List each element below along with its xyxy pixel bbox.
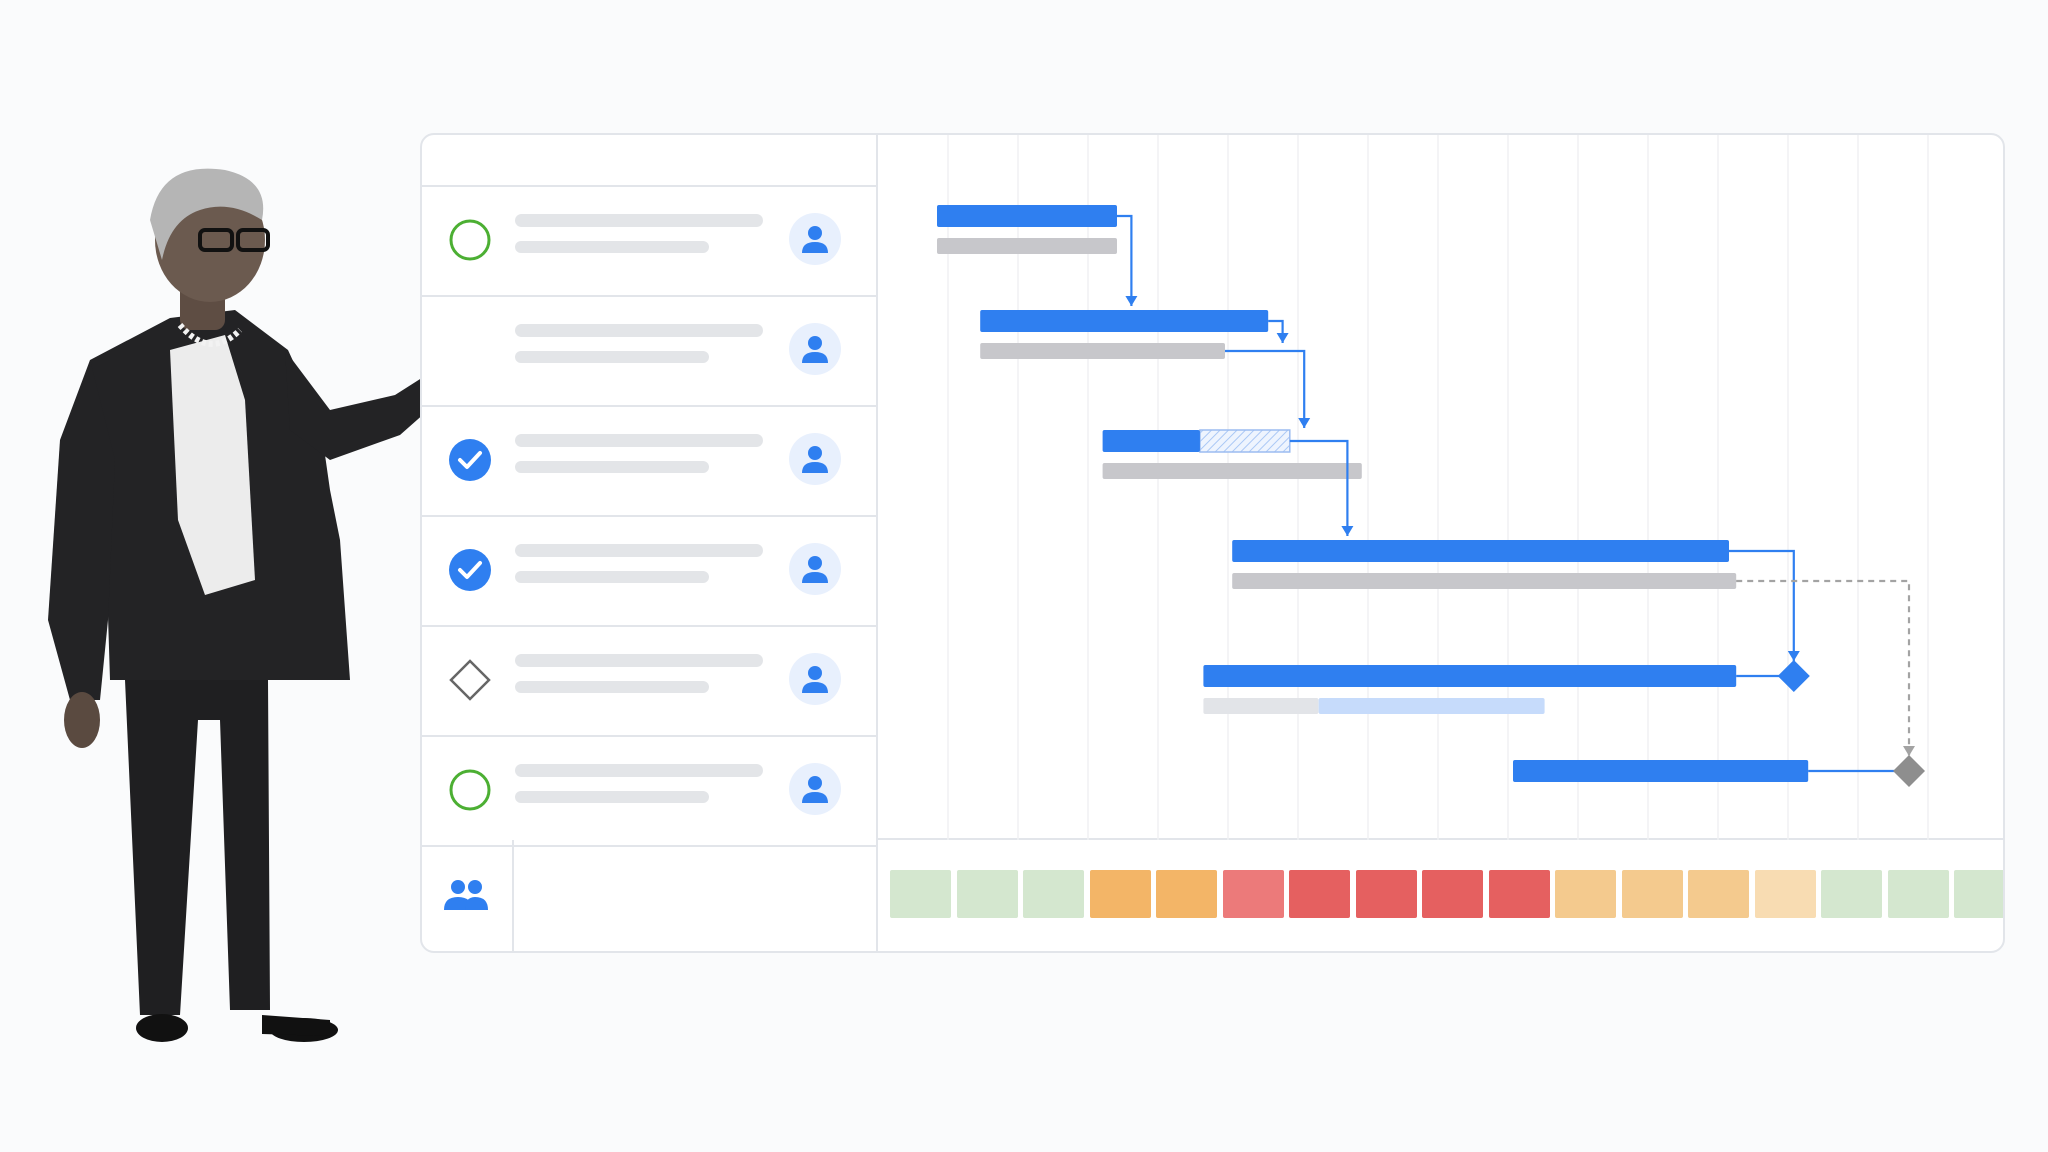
task-name-placeholder [515,544,763,557]
workload-heatmap [878,840,2003,951]
workload-cell [1688,870,1749,918]
dependency-connector-head [1276,333,1289,343]
user-avatar-icon[interactable] [789,323,841,375]
task-bar [980,310,1269,332]
baseline-bar [1203,698,1319,714]
baseline-bar [1232,573,1737,589]
workload-cell [1887,870,1949,918]
workload-cell [1289,870,1350,918]
check-circle-icon[interactable] [446,546,494,594]
dependency-arrow [1289,439,1349,536]
workload-cell [1754,870,1816,918]
workload-cell [1422,870,1483,918]
project-schedule-card [420,133,2005,953]
task-bar [1102,430,1200,452]
user-avatar-icon[interactable] [789,213,841,265]
user-avatar-icon[interactable] [789,653,841,705]
task-detail-placeholder [515,571,709,583]
gantt-chart [878,135,2003,840]
task-detail-placeholder [515,241,709,253]
dependency-arrow [1729,549,1795,661]
task-name-placeholder [515,324,763,337]
task-row[interactable] [422,737,876,847]
workload-cell [1821,870,1882,918]
resource-footer [422,840,876,951]
workload-cell [890,870,951,918]
dependency-arrow-dashed-head [1903,746,1915,756]
dependency-arrow-head [1298,418,1311,428]
task-row[interactable] [422,517,876,627]
user-avatar-icon[interactable] [789,543,841,595]
baseline-bar [1102,463,1362,479]
milestone-diamond-icon[interactable] [446,656,494,704]
workload-cell [1156,870,1217,918]
not-started-circle-icon[interactable] [446,216,494,264]
team-cell[interactable] [422,840,514,951]
task-bar [937,205,1117,227]
not-started-circle-icon[interactable] [446,766,494,814]
user-avatar-icon[interactable] [789,763,841,815]
baseline-bar [980,343,1225,359]
task-list-header [422,135,876,187]
dependency-arrow [1225,349,1306,428]
dependency-arrow [1117,214,1133,306]
workload-cell [1488,870,1550,918]
dependency-connector [1268,319,1284,343]
baseline-bar [1318,698,1545,714]
task-detail-placeholder [515,681,709,693]
task-name-placeholder [515,764,763,777]
task-bar [1232,540,1729,562]
task-bar [1513,760,1809,782]
workload-cell [1222,870,1284,918]
task-detail-placeholder [515,351,709,363]
task-row[interactable] [422,297,876,407]
workload-cell [1555,870,1616,918]
user-avatar-icon[interactable] [789,433,841,485]
gantt-canvas [937,135,1929,840]
task-row[interactable] [422,187,876,297]
task-list-panel [422,135,878,951]
dependency-arrow-head [1341,526,1354,536]
check-circle-icon[interactable] [446,436,494,484]
task-row[interactable] [422,627,876,737]
workload-cell [956,870,1018,918]
dependency-arrow-dashed [1736,579,1911,756]
task-bar [1203,665,1737,687]
workload-cell [1621,870,1683,918]
workload-cell [1954,870,2003,918]
workload-cell [1355,870,1417,918]
task-row[interactable] [422,407,876,517]
baseline-bar [937,238,1117,254]
task-detail-placeholder [515,461,709,473]
workload-cell [1023,870,1084,918]
dependency-arrow-head [1125,296,1138,306]
team-icon[interactable] [443,878,489,914]
task-detail-placeholder [515,791,709,803]
dependency-arrow-head [1787,651,1800,661]
task-name-placeholder [515,434,763,447]
task-name-placeholder [515,214,763,227]
milestone-diamond [1777,660,1810,692]
workload-cell [1089,870,1151,918]
task-bar-remaining [1199,429,1291,453]
milestone-diamond [1893,755,1925,787]
task-name-placeholder [515,654,763,667]
